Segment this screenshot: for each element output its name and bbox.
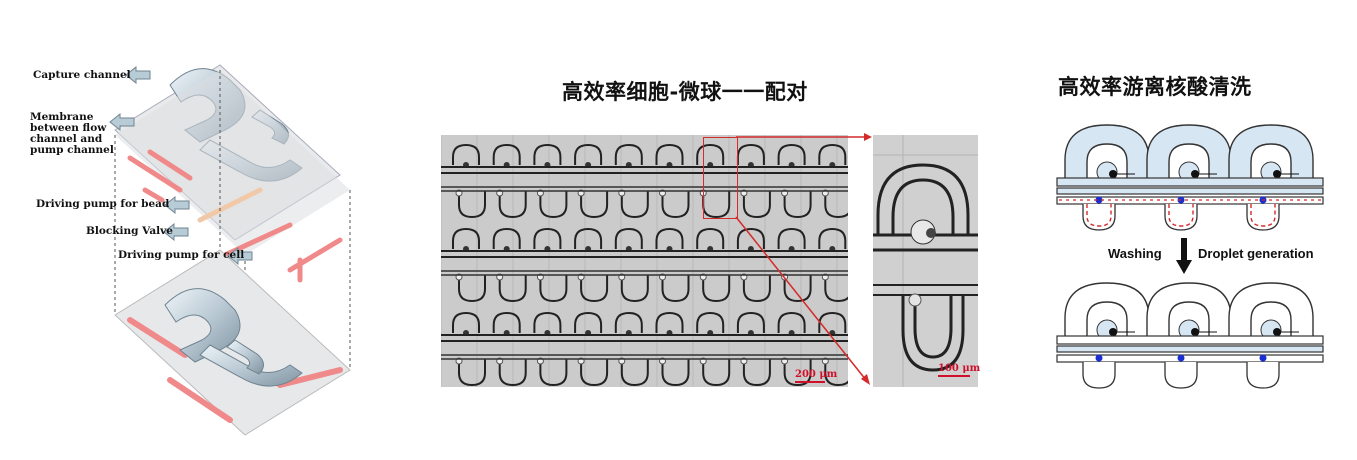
micrograph-array-svg bbox=[441, 135, 848, 387]
right-title: 高效率游离核酸清洗 bbox=[1058, 75, 1252, 99]
membrane-plate bbox=[115, 70, 350, 255]
washing-label: Washing bbox=[1108, 246, 1162, 261]
label-arrows bbox=[109, 65, 253, 266]
pump-channels-bottom bbox=[127, 317, 343, 423]
zoom-highlight-box bbox=[703, 137, 738, 219]
micrograph-zoom-svg bbox=[873, 135, 978, 387]
label-membrane-line-3: channel and bbox=[30, 133, 103, 145]
droplet-generation-label: Droplet generation bbox=[1198, 246, 1314, 261]
arrow-cell-icon bbox=[227, 246, 253, 266]
arrow-blocking-icon bbox=[163, 222, 189, 242]
scale-bar-right: 100 μm bbox=[938, 363, 980, 377]
arrow-membrane-icon bbox=[109, 112, 135, 132]
droplet-after-diagram bbox=[1056, 282, 1324, 389]
label-membrane: Membrane between flow channel and pump c… bbox=[30, 112, 114, 156]
scale-bar-left-text: 200 μm bbox=[795, 369, 838, 380]
label-capture-channel: Capture channel bbox=[33, 69, 131, 81]
washing-before-diagram bbox=[1056, 124, 1324, 231]
exploded-device-diagram bbox=[20, 40, 400, 440]
label-membrane-line-1: Membrane bbox=[30, 111, 94, 123]
exploded-device-svg bbox=[114, 64, 351, 436]
arrow-capture-icon bbox=[125, 65, 151, 85]
scale-bar-left-line bbox=[795, 381, 825, 383]
bottom-capture-channel bbox=[164, 288, 303, 387]
label-membrane-line-4: pump channel bbox=[30, 144, 114, 156]
label-bead-pump: Driving pump for bead bbox=[36, 198, 170, 210]
scale-bar-right-text: 100 μm bbox=[938, 363, 981, 374]
scale-bar-left: 200 μm bbox=[795, 369, 837, 383]
label-blocking-valve: Blocking Valve bbox=[86, 225, 173, 237]
micrograph-array bbox=[441, 135, 848, 387]
label-cell-pump: Driving pump for cell bbox=[118, 249, 245, 261]
arrow-bead-icon bbox=[164, 195, 190, 215]
label-membrane-line-2: between flow bbox=[30, 122, 107, 134]
process-arrow-icon bbox=[1176, 238, 1192, 274]
micrograph-zoom bbox=[873, 135, 978, 387]
scale-bar-right-line bbox=[938, 375, 970, 377]
middle-title: 高效率细胞-微球一一配对 bbox=[562, 80, 808, 104]
